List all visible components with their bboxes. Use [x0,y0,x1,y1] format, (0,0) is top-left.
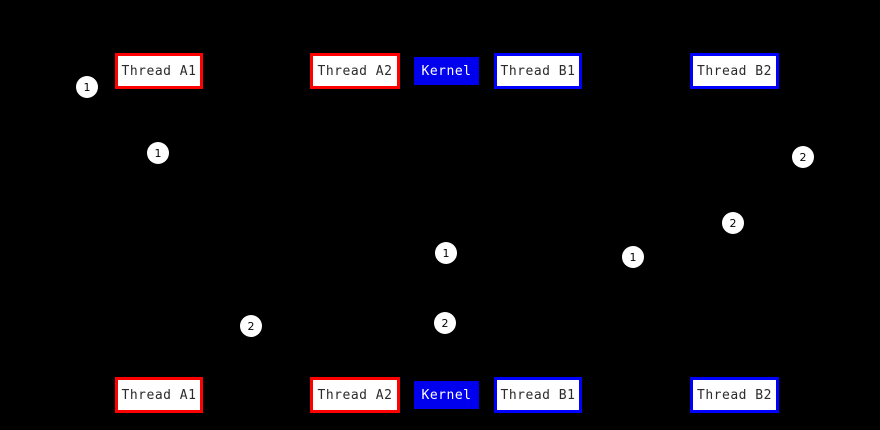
sequence-marker-1-left: 1 [76,76,98,98]
marker-label: 1 [442,246,450,260]
sequence-marker-2-thread-b2: 2 [722,212,744,234]
lifeline-stub-b1-bottom [536,373,540,377]
participant-thread-a1-header[interactable]: Thread A1 [115,53,203,89]
message-arrow-2 [354,252,446,254]
lifeline-stub-a2-bottom [353,373,357,377]
lifeline-stub-b1-top [536,89,540,93]
participant-thread-b1-header[interactable]: Thread B1 [494,53,582,89]
participant-label: Kernel [421,63,472,79]
sequence-marker-1-thread-a1: 1 [147,142,169,164]
message-arrow-1 [158,152,355,154]
participant-thread-b2-header[interactable]: Thread B2 [690,53,779,89]
marker-label: 2 [441,316,449,330]
participant-label: Thread B2 [697,387,772,403]
marker-label: 1 [154,146,162,160]
marker-label: 2 [247,319,255,333]
participant-thread-b2-footer[interactable]: Thread B2 [690,377,779,413]
participant-thread-a1-footer[interactable]: Thread A1 [115,377,203,413]
participant-kernel-footer[interactable]: Kernel [414,381,479,409]
participant-label: Thread A1 [121,387,197,403]
marker-label: 1 [629,250,637,264]
participant-thread-a2-footer[interactable]: Thread A2 [310,377,400,413]
lifeline-thread-b1 [537,89,539,377]
sequence-marker-1-kernel: 1 [435,242,457,264]
lifeline-thread-a2 [354,89,356,377]
lifeline-stub-a1-bottom [157,373,161,377]
participant-label: Thread B1 [500,63,576,79]
participant-thread-a2-header[interactable]: Thread A2 [310,53,400,89]
marker-label: 1 [83,80,91,94]
participant-label: Thread A2 [317,387,393,403]
marker-label: 2 [799,150,807,164]
participant-label: Kernel [421,387,472,403]
participant-thread-b1-footer[interactable]: Thread B1 [494,377,582,413]
sequence-marker-2-thread-b2-right: 2 [792,146,814,168]
participant-label: Thread B2 [697,63,772,79]
marker-label: 2 [729,216,737,230]
sequence-marker-1-thread-b1: 1 [622,246,644,268]
lifeline-stub-a2-top [353,89,357,93]
sequence-marker-2-kernel: 2 [434,312,456,334]
lifeline-stub-b2-bottom [732,373,736,377]
participant-label: Thread B1 [500,387,576,403]
lifeline-kernel [445,85,447,381]
message-arrow-5 [445,322,537,324]
participant-label: Thread A2 [317,63,393,79]
lifeline-stub-b2-top [732,89,736,93]
participant-kernel-header[interactable]: Kernel [414,57,479,85]
participant-label: Thread A1 [121,63,197,79]
sequence-marker-2-thread-a1: 2 [240,315,262,337]
lifeline-thread-a1 [158,89,160,377]
lifeline-stub-a1-top [157,89,161,93]
